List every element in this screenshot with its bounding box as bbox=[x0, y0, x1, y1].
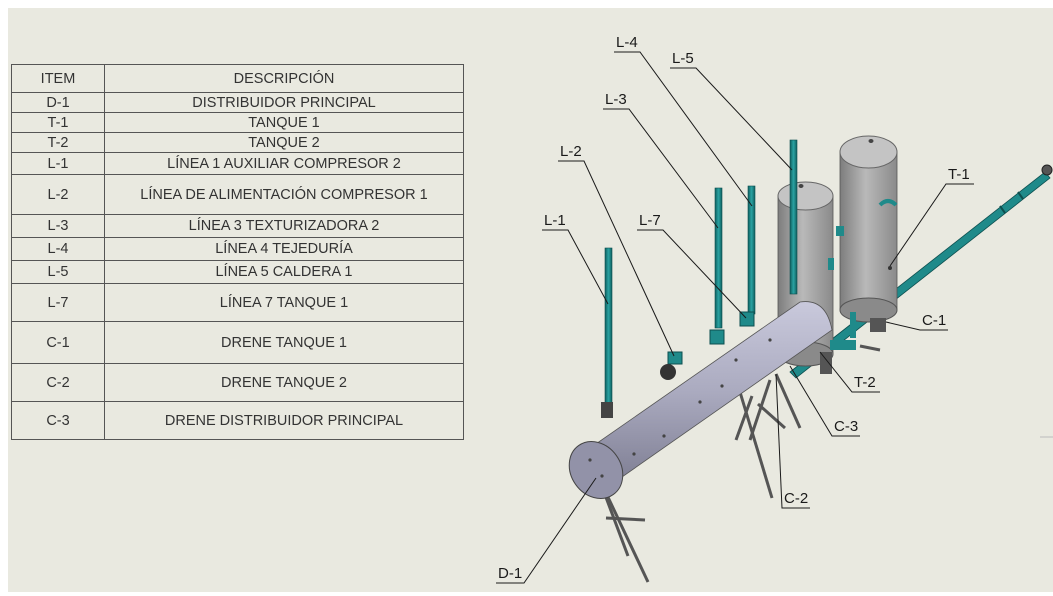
table-row: L-4 LÍNEA 4 TEJEDURÍA bbox=[11, 237, 464, 261]
cell-description: LÍNEA 1 AUXILIAR COMPRESOR 2 bbox=[104, 152, 464, 175]
parts-list-table: ITEM DESCRIPCIÓN D-1 DISTRIBUIDOR PRINCI… bbox=[11, 64, 464, 440]
callout-c3: C-3 bbox=[789, 365, 860, 437]
table-row: C-1 DRENE TANQUE 1 bbox=[11, 321, 464, 364]
table-row: L-7 LÍNEA 7 TANQUE 1 bbox=[11, 283, 464, 322]
callout-c2: C-2 bbox=[775, 373, 810, 509]
callout-l7-text: L-7 bbox=[639, 212, 661, 229]
cell-item: C-2 bbox=[11, 363, 105, 402]
cell-description: LÍNEA 3 TEXTURIZADORA 2 bbox=[104, 214, 464, 238]
tank-1 bbox=[839, 135, 898, 323]
cell-item: L-7 bbox=[11, 283, 105, 322]
callout-t2: T-2 bbox=[819, 351, 880, 393]
callout-l1-text: L-1 bbox=[544, 212, 566, 229]
tank-fittings bbox=[820, 226, 886, 374]
cell-description: DISTRIBUIDOR PRINCIPAL bbox=[104, 92, 464, 113]
callouts: L-4 L-5 L-3 L-2 L-7 L-1 T-1 C-1 bbox=[496, 34, 974, 584]
callout-l3: L-3 bbox=[603, 91, 719, 229]
callout-l2: L-2 bbox=[558, 143, 675, 357]
cell-description: DRENE DISTRIBUIDOR PRINCIPAL bbox=[104, 401, 464, 440]
callout-l1: L-1 bbox=[542, 212, 609, 305]
cell-item: L-4 bbox=[11, 237, 105, 261]
cell-item: D-1 bbox=[11, 92, 105, 113]
callout-c1: C-1 bbox=[885, 312, 948, 331]
callout-l4-text: L-4 bbox=[616, 34, 638, 51]
callout-l2-text: L-2 bbox=[560, 143, 582, 160]
cell-description: LÍNEA 4 TEJEDURÍA bbox=[104, 237, 464, 261]
callout-l5: L-5 bbox=[670, 50, 793, 171]
cell-description: LÍNEA DE ALIMENTACIÓN COMPRESOR 1 bbox=[104, 174, 464, 215]
main-distributor bbox=[568, 301, 833, 499]
callout-l5-text: L-5 bbox=[672, 50, 694, 67]
callout-t1-text: T-1 bbox=[948, 166, 970, 183]
table-row: T-2 TANQUE 2 bbox=[11, 132, 464, 153]
callout-c2-text: C-2 bbox=[784, 490, 808, 507]
table-row: D-1 DISTRIBUIDOR PRINCIPAL bbox=[11, 92, 464, 113]
callout-l3-text: L-3 bbox=[605, 91, 627, 108]
cell-item: C-3 bbox=[11, 401, 105, 440]
cell-description: DRENE TANQUE 1 bbox=[104, 321, 464, 364]
cell-description: DRENE TANQUE 2 bbox=[104, 363, 464, 402]
cell-description: LÍNEA 7 TANQUE 1 bbox=[104, 283, 464, 322]
callout-t2-text: T-2 bbox=[854, 374, 876, 391]
table-row: L-3 LÍNEA 3 TEXTURIZADORA 2 bbox=[11, 214, 464, 238]
callout-c3-text: C-3 bbox=[834, 418, 858, 435]
header-item: ITEM bbox=[11, 64, 105, 93]
callout-l4: L-4 bbox=[614, 34, 753, 207]
callout-d1: D-1 bbox=[496, 477, 597, 584]
cell-item: C-1 bbox=[11, 321, 105, 364]
table-row: C-3 DRENE DISTRIBUIDOR PRINCIPAL bbox=[11, 401, 464, 440]
table-row: C-2 DRENE TANQUE 2 bbox=[11, 363, 464, 402]
callout-c1-text: C-1 bbox=[922, 312, 946, 329]
callout-d1-text: D-1 bbox=[498, 565, 522, 582]
callout-t1: T-1 bbox=[889, 166, 974, 267]
callout-l7: L-7 bbox=[637, 212, 747, 319]
table-row: T-1 TANQUE 1 bbox=[11, 112, 464, 133]
table-row: L-2 LÍNEA DE ALIMENTACIÓN COMPRESOR 1 bbox=[11, 174, 464, 215]
